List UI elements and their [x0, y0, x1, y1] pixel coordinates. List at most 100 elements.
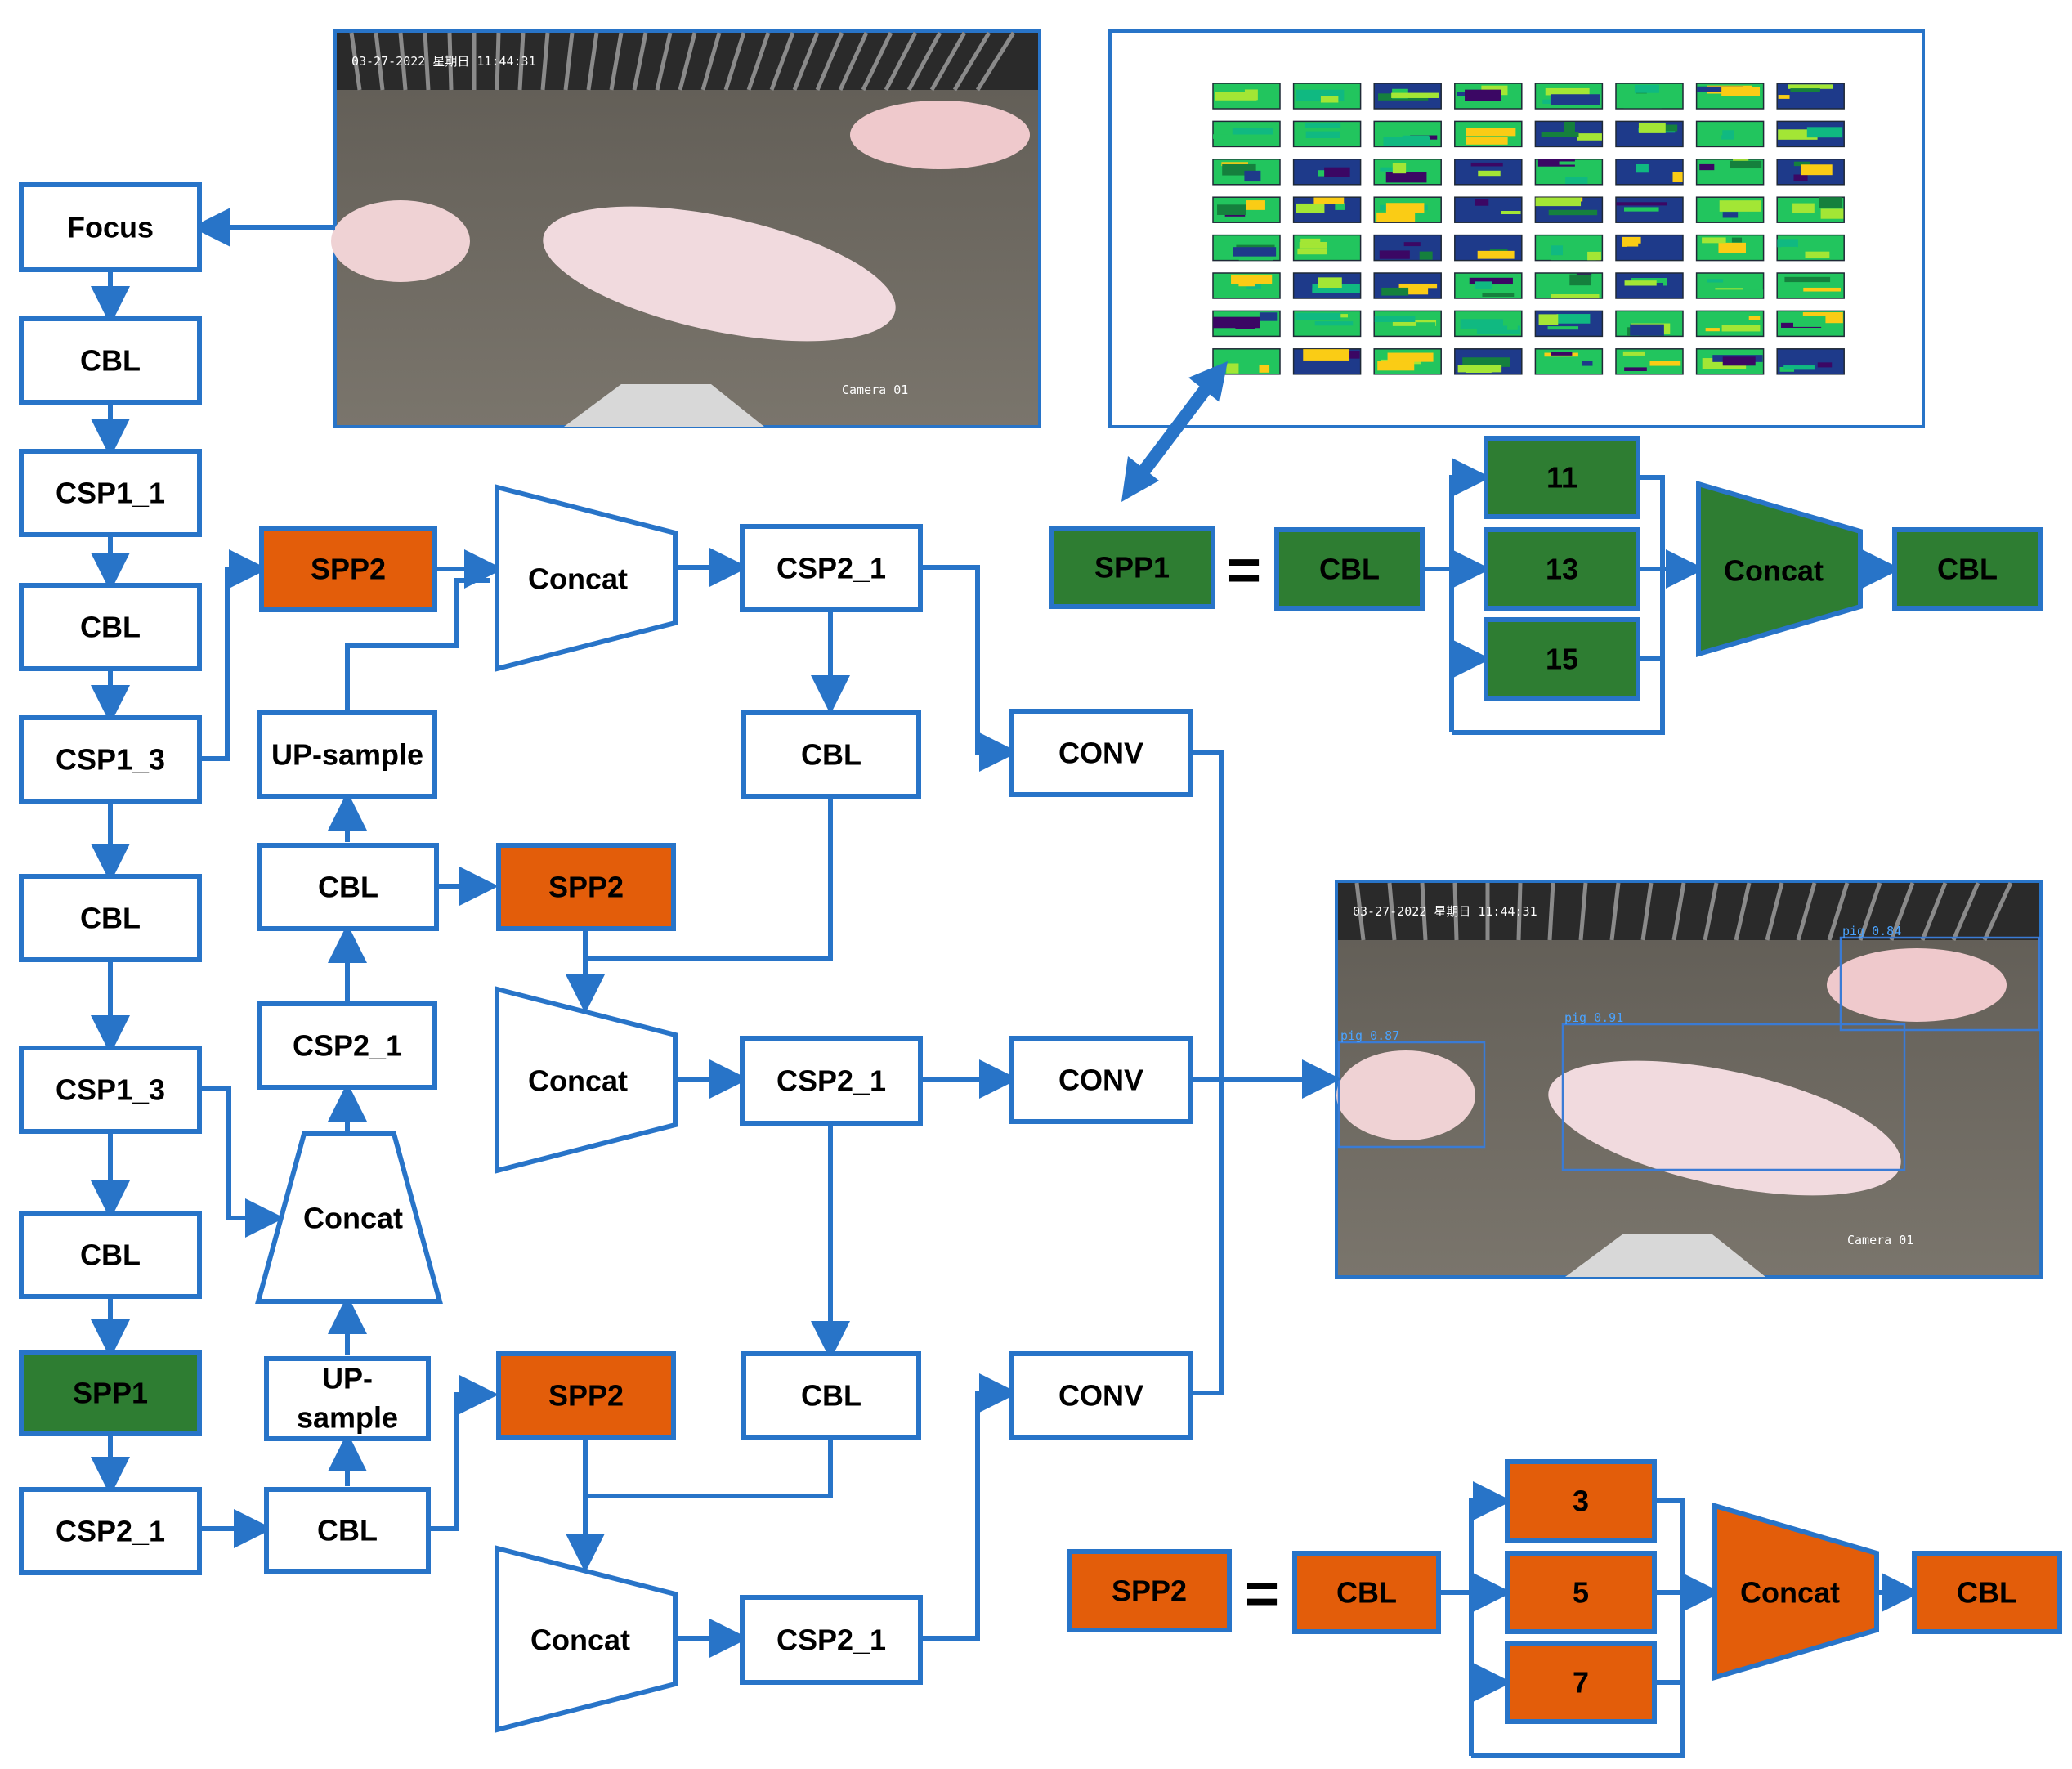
csp2-1-block-mid-left: CSP2_1: [257, 1001, 437, 1090]
feature-map-stripe: [1318, 277, 1342, 288]
feature-map-stripe: [1587, 251, 1601, 261]
csp2-1-label-backbone: CSP2_1: [56, 1515, 165, 1548]
feature-map-stripe: [1478, 170, 1501, 177]
feature-map-stripe: [1295, 278, 1313, 289]
feature-map-stripe: [1215, 92, 1257, 101]
feature-map-stripe: [1459, 249, 1489, 253]
cbl-block-1: CBL: [19, 316, 202, 405]
feature-map-stripe: [1730, 160, 1762, 169]
feature-map-stripe: [1721, 130, 1734, 140]
spp2-equals-sign: =: [1245, 1561, 1279, 1627]
feature-map-stripe: [1722, 212, 1739, 218]
feature-map-stripe: [1398, 283, 1438, 289]
feature-map-stripe: [1246, 200, 1265, 210]
cbl-block-mid-right: CBL: [741, 710, 921, 799]
feature-map-stripe: [1638, 122, 1666, 133]
feature-map-stripe: [1551, 293, 1600, 298]
feature-map-grid: [1108, 29, 1925, 428]
feature-map-stripe: [1781, 246, 1797, 258]
detection-box-2: [1561, 1023, 1906, 1171]
feature-map-stripe: [1624, 280, 1657, 286]
feature-map-stripe: [1702, 237, 1726, 244]
cbl-label-3: CBL: [80, 902, 141, 935]
concat-label-top: Concat: [528, 562, 628, 596]
pig-shape: [331, 200, 470, 282]
feature-map-stripe: [1719, 200, 1761, 212]
spp1-label: SPP1: [73, 1377, 148, 1410]
feature-map-stripe: [1482, 293, 1515, 298]
feature-map-stripe: [1622, 351, 1645, 356]
feature-map-stripe: [1630, 324, 1664, 336]
feature-map-stripe: [1497, 174, 1521, 181]
feature-map-stripe: [1784, 276, 1831, 283]
cbl-label-bottom-right: CBL: [801, 1379, 861, 1413]
feature-map-stripe: [1541, 132, 1579, 137]
feature-map-stripe: [1697, 86, 1744, 92]
feature-map-stripe: [1305, 131, 1340, 138]
feature-map-stripe: [1213, 134, 1228, 139]
feature-map-stripe: [1819, 197, 1842, 208]
feature-map-stripe: [1634, 84, 1659, 93]
fence: [337, 31, 1038, 92]
neck: SPP2 Concat CSP2_1 UP-sample CBL CSP2_1 …: [255, 484, 923, 1733]
spp1-definition: SPP1 = CBL 11 13 15 Concat CBL: [1049, 436, 2043, 701]
concat-block-top: Concat: [495, 484, 678, 672]
spp1-def-cbl-in-label: CBL: [1319, 553, 1380, 586]
concat-block-left: Concat: [255, 1131, 443, 1304]
cbl-block-2: CBL: [19, 583, 202, 671]
feature-map-stripe: [1377, 361, 1415, 371]
feature-map-stripe: [1777, 239, 1798, 248]
feature-map-stripe: [1507, 323, 1518, 330]
feature-map-thumb: [1776, 272, 1845, 299]
feature-map-stripe: [1312, 284, 1360, 293]
spp1-def-cbl-out: CBL: [1892, 527, 2043, 611]
feature-map-stripe: [1259, 364, 1270, 373]
feature-map-stripe: [1303, 128, 1318, 132]
conv-label-bottom: CONV: [1058, 1379, 1143, 1413]
feature-map-stripe: [1788, 84, 1833, 89]
feature-map-stripe: [1721, 87, 1761, 96]
spp2-def-cbl-out-label: CBL: [1957, 1576, 2017, 1610]
conv-label-top: CONV: [1058, 737, 1143, 770]
upsample-label-bottom-1: UP-: [322, 1362, 373, 1395]
feature-map-stripe: [1708, 128, 1723, 136]
csp2-1-block-bottom: CSP2_1: [740, 1595, 923, 1685]
conv-block-top: CONV: [1009, 709, 1193, 797]
feature-map-stripe: [1235, 325, 1255, 329]
feature-map-stripe: [1320, 96, 1339, 103]
feature-map-stripe: [1538, 314, 1559, 325]
feature-map-stripe: [1722, 356, 1756, 366]
spp1-def-name: SPP1: [1094, 551, 1170, 584]
feature-map-stripe: [1624, 367, 1647, 371]
spp2-def-kernel-3: 7: [1505, 1641, 1657, 1724]
feature-map-stripe: [1221, 162, 1249, 167]
feature-map-stripe: [1565, 177, 1588, 184]
spp1-def-name-block: SPP1: [1049, 526, 1215, 609]
feature-map-stripe: [1792, 203, 1815, 213]
feature-map-stripe: [1545, 87, 1590, 96]
feature-map-stripe: [1721, 325, 1761, 332]
conv-label-mid: CONV: [1058, 1064, 1143, 1097]
concat-label-mid: Concat: [528, 1064, 628, 1098]
input-camera-label: Camera 01: [842, 383, 908, 397]
focus-label: Focus: [67, 211, 154, 244]
spp2-def-cbl-in: CBL: [1292, 1551, 1441, 1634]
feature-map-stripe: [1232, 127, 1273, 135]
feature-map-stripe: [1314, 321, 1354, 326]
spp2-label-mid: SPP2: [548, 871, 624, 904]
feature-map-stripe: [1623, 98, 1662, 109]
cbl-label-mid-right: CBL: [801, 738, 861, 772]
spp2-def-cbl-in-label: CBL: [1336, 1576, 1397, 1610]
feature-map-stripe: [1582, 361, 1593, 366]
feature-map-stripe: [1551, 245, 1564, 256]
spp2-def-name: SPP2: [1112, 1574, 1187, 1608]
spp2-def-kernel-3-label: 7: [1573, 1666, 1589, 1700]
feature-map-stripe: [1550, 94, 1600, 105]
feature-map-stripe: [1801, 164, 1833, 176]
cbl-block-mid-left: CBL: [257, 843, 439, 931]
feature-map-stripe: [1707, 279, 1724, 283]
detection-label-2: pig 0.91: [1564, 1010, 1623, 1025]
feature-map-stripe: [1475, 281, 1492, 289]
feature-map-stripe: [1551, 352, 1573, 356]
feature-map-stripe: [1783, 365, 1815, 370]
